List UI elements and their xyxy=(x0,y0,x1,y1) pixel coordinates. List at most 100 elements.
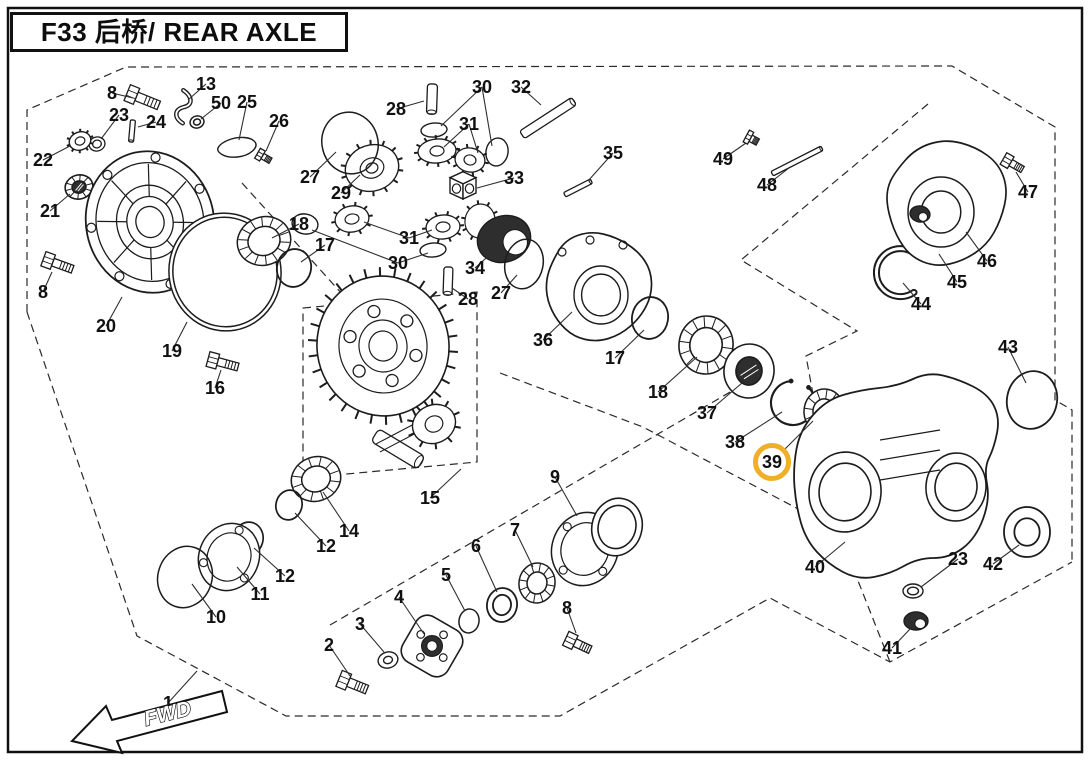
callout-18[interactable]: 18 xyxy=(648,382,668,402)
callout-31[interactable]: 31 xyxy=(399,228,419,248)
leader-line-40 xyxy=(814,541,846,568)
callout-38[interactable]: 38 xyxy=(725,432,745,452)
dashed-boundary-7 xyxy=(329,369,769,626)
leader-line-22 xyxy=(42,145,71,161)
callout-12[interactable]: 12 xyxy=(275,566,295,586)
callout-15[interactable]: 15 xyxy=(420,488,440,508)
callout-5[interactable]: 5 xyxy=(441,565,451,585)
callout-10[interactable]: 10 xyxy=(206,607,226,627)
leader-line-31 xyxy=(363,221,410,239)
callout-32[interactable]: 32 xyxy=(511,77,531,97)
callout-47[interactable]: 47 xyxy=(1018,182,1038,202)
callout-number: 11 xyxy=(250,584,269,604)
callout-3[interactable]: 3 xyxy=(355,614,365,634)
dashed-boundary-3 xyxy=(241,182,353,306)
callout-37[interactable]: 37 xyxy=(697,403,717,423)
callout-13[interactable]: 13 xyxy=(196,74,216,94)
callout-number: 36 xyxy=(533,330,553,350)
callout-28[interactable]: 28 xyxy=(458,289,478,309)
housing-40-bore-right xyxy=(925,452,987,522)
gear-31b xyxy=(451,143,489,177)
callout-35[interactable]: 35 xyxy=(603,143,623,163)
callout-28[interactable]: 28 xyxy=(386,99,406,119)
callout-6[interactable]: 6 xyxy=(471,536,481,556)
seal-6 xyxy=(486,587,518,623)
callout-7[interactable]: 7 xyxy=(510,520,520,540)
callout-42[interactable]: 42 xyxy=(983,554,1003,574)
leader-line-29 xyxy=(340,174,361,194)
leader-line-31 xyxy=(443,123,470,148)
seal-21 xyxy=(64,174,94,200)
callout-number: 30 xyxy=(388,253,408,273)
callout-number: 21 xyxy=(40,201,60,221)
callout-22[interactable]: 22 xyxy=(33,150,53,170)
callout-46[interactable]: 46 xyxy=(977,251,997,271)
bearing-14 xyxy=(290,455,342,503)
callout-41[interactable]: 41 xyxy=(882,638,902,658)
callout-50[interactable]: 50 xyxy=(211,93,231,113)
callout-17[interactable]: 17 xyxy=(315,235,335,255)
callout-26[interactable]: 26 xyxy=(269,111,289,131)
callout-29[interactable]: 29 xyxy=(331,183,351,203)
page-title: F33 后桥/ REAR AXLE xyxy=(10,12,348,52)
fwd-arrow: FWD xyxy=(70,689,229,755)
callout-number: 8 xyxy=(38,282,48,302)
callout-44[interactable]: 44 xyxy=(911,294,931,314)
washer-23b xyxy=(902,583,924,599)
pin-24 xyxy=(128,119,136,143)
callout-8[interactable]: 8 xyxy=(38,282,48,302)
callout-31[interactable]: 31 xyxy=(459,114,479,134)
callout-1[interactable]: 1 xyxy=(163,693,173,713)
callout-number: 37 xyxy=(697,403,717,423)
callout-45[interactable]: 45 xyxy=(947,272,967,292)
callout-23[interactable]: 23 xyxy=(109,105,129,125)
callout-11[interactable]: 11 xyxy=(250,584,269,604)
callout-8[interactable]: 8 xyxy=(562,598,572,618)
callout-49[interactable]: 49 xyxy=(713,149,733,169)
callout-number: 13 xyxy=(196,74,216,94)
callout-25[interactable]: 25 xyxy=(237,92,257,112)
callout-16[interactable]: 16 xyxy=(205,378,225,398)
callout-33[interactable]: 33 xyxy=(504,168,524,188)
callout-48[interactable]: 48 xyxy=(757,175,777,195)
callout-39-highlighted[interactable]: 39 xyxy=(753,443,791,481)
callout-4[interactable]: 4 xyxy=(394,587,404,607)
callout-9[interactable]: 9 xyxy=(550,467,560,487)
seal-42 xyxy=(1003,506,1051,558)
callout-number: 14 xyxy=(339,521,359,541)
callout-24[interactable]: 24 xyxy=(146,112,166,132)
callout-34[interactable]: 34 xyxy=(465,258,485,278)
leader-line-9 xyxy=(554,476,578,517)
callout-27[interactable]: 27 xyxy=(300,167,320,187)
leader-line-34 xyxy=(474,249,496,269)
callout-number: 43 xyxy=(998,337,1018,357)
callout-number: 40 xyxy=(805,557,825,577)
callout-36[interactable]: 36 xyxy=(533,330,553,350)
callout-27[interactable]: 27 xyxy=(491,283,511,303)
callout-19[interactable]: 19 xyxy=(162,341,182,361)
leader-line-18 xyxy=(657,356,698,393)
callout-40[interactable]: 40 xyxy=(805,557,825,577)
callout-30[interactable]: 30 xyxy=(472,77,492,97)
callout-number: 8 xyxy=(107,83,117,103)
leader-line-17 xyxy=(614,329,645,359)
callout-number: 44 xyxy=(911,294,931,314)
callout-2[interactable]: 2 xyxy=(324,635,334,655)
callout-14[interactable]: 14 xyxy=(339,521,359,541)
callout-20[interactable]: 20 xyxy=(96,316,116,336)
leader-line-28 xyxy=(451,287,469,300)
callout-8[interactable]: 8 xyxy=(107,83,117,103)
callout-17[interactable]: 17 xyxy=(605,348,625,368)
callout-number: 50 xyxy=(211,93,231,113)
callout-30[interactable]: 30 xyxy=(388,253,408,273)
callout-23[interactable]: 23 xyxy=(948,549,968,569)
callout-21[interactable]: 21 xyxy=(40,201,60,221)
callout-12[interactable]: 12 xyxy=(316,536,336,556)
callout-number: 28 xyxy=(386,99,406,119)
leader-line-17 xyxy=(300,244,326,263)
leader-line-21 xyxy=(49,193,71,212)
callout-43[interactable]: 43 xyxy=(998,337,1018,357)
callout-18[interactable]: 18 xyxy=(289,214,309,234)
leader-line-8 xyxy=(566,607,577,634)
bolt-47 xyxy=(999,151,1026,174)
